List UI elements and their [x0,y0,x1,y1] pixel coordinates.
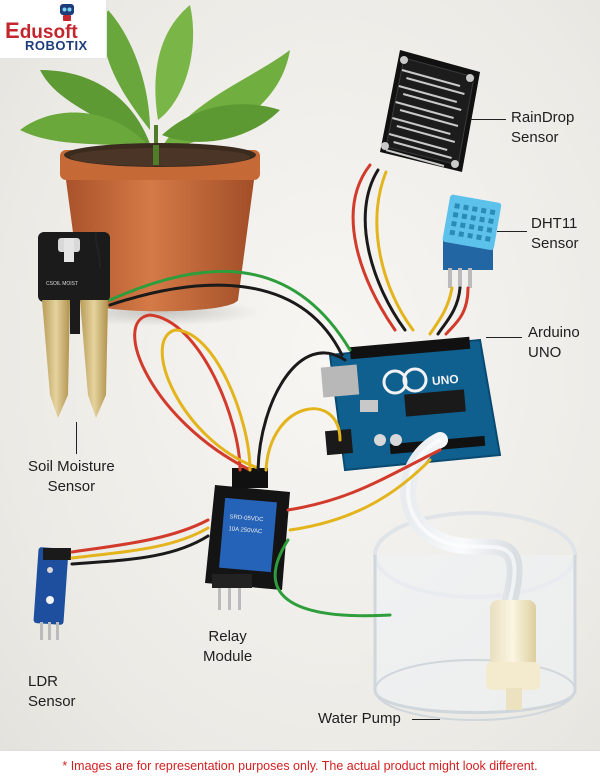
dht-vent-slot [463,204,469,211]
dht-vent-slot [449,229,456,236]
soil-moisture-sensor: CSOIL MOIST [38,231,110,418]
dht-vent-slot [476,234,482,241]
jumper-wires [70,163,470,618]
dht11-sensor [442,194,502,288]
water-pump-assembly [373,432,577,721]
dht-vent-slot [477,225,484,232]
leader-pump [412,719,440,720]
dht-vent-slot [454,203,460,209]
raindrop-sensor [380,50,480,172]
rain-trace-line [395,101,454,119]
rain-trace-line [402,93,462,111]
dht-vent-slot [484,235,491,242]
dht-vent-slot [458,231,465,238]
dht-vent-slot [459,222,466,229]
leader-soil [76,422,77,454]
rain-trace-line [406,77,465,95]
dht-vent-slot [461,213,468,220]
leader-arduino [486,337,522,338]
dht-vent-slot [468,223,475,230]
wiring-scene: CSOIL MOIST [20,5,577,721]
label-water-pump: Water Pump [318,710,401,727]
dht-vent-slot [486,227,493,233]
rain-trace-line [393,141,452,159]
dht-vent-slot [451,220,457,227]
rain-trace-line [398,85,458,103]
dht-vent-slot [480,207,487,214]
disclaimer-text: * Images are for representation purposes… [0,750,600,781]
ldr-sensor [33,547,71,640]
logo-sub: ROBOTIX [25,38,88,53]
plant-leaves [20,5,290,185]
svg-text:SRD-05VDC: SRD-05VDC [229,514,264,523]
dht-vent-slot [470,215,477,221]
dht-vent-slot [479,216,486,223]
dht-vent-slot [488,218,494,225]
dht-vent-slot [471,206,478,213]
rain-trace-line [399,109,459,127]
arduino-uno-board: UNO [320,336,502,472]
dht-vent-slot [452,211,459,218]
leader-raindrop [470,119,506,120]
robot-mascot-icon [60,4,74,21]
edusoft-robotix-logo: Edusoft ROBOTIX [0,0,107,59]
logo-brand: Edusoft [5,18,78,43]
rain-trace-line [385,149,445,167]
rain-trace-line [396,125,456,143]
rain-trace-line [401,69,461,87]
dht-vent-slot [467,232,474,239]
relay-module: SRD-05VDC 10A 250VAC [205,468,290,610]
svg-text:10A 250VAC: 10A 250VAC [228,526,263,535]
plant-in-pot [20,5,290,326]
rain-trace-line [392,117,451,135]
leader-dht11 [497,231,527,232]
rain-trace-line [388,133,448,151]
arduino-board-label: UNO [431,372,459,388]
svg-text:CSOIL MOIST: CSOIL MOIST [46,281,78,287]
dht-vent-slot [489,209,496,216]
